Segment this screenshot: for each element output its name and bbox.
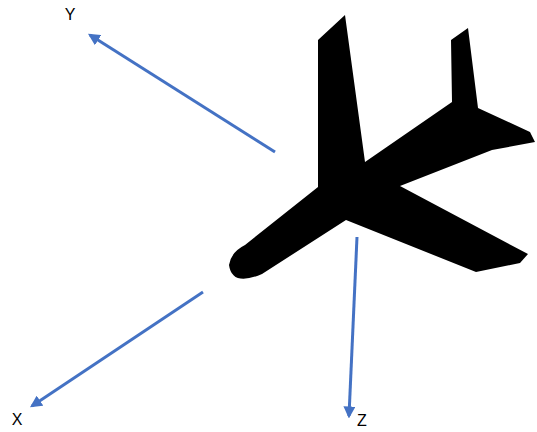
z-axis-arrow bbox=[349, 237, 357, 416]
y-axis-arrow bbox=[90, 35, 275, 152]
axis-label: X bbox=[12, 412, 23, 428]
airplane-silhouette bbox=[229, 15, 535, 279]
axis-label: Y bbox=[65, 7, 76, 23]
x-axis-arrow bbox=[32, 292, 203, 406]
axis-label: Z bbox=[357, 413, 367, 429]
